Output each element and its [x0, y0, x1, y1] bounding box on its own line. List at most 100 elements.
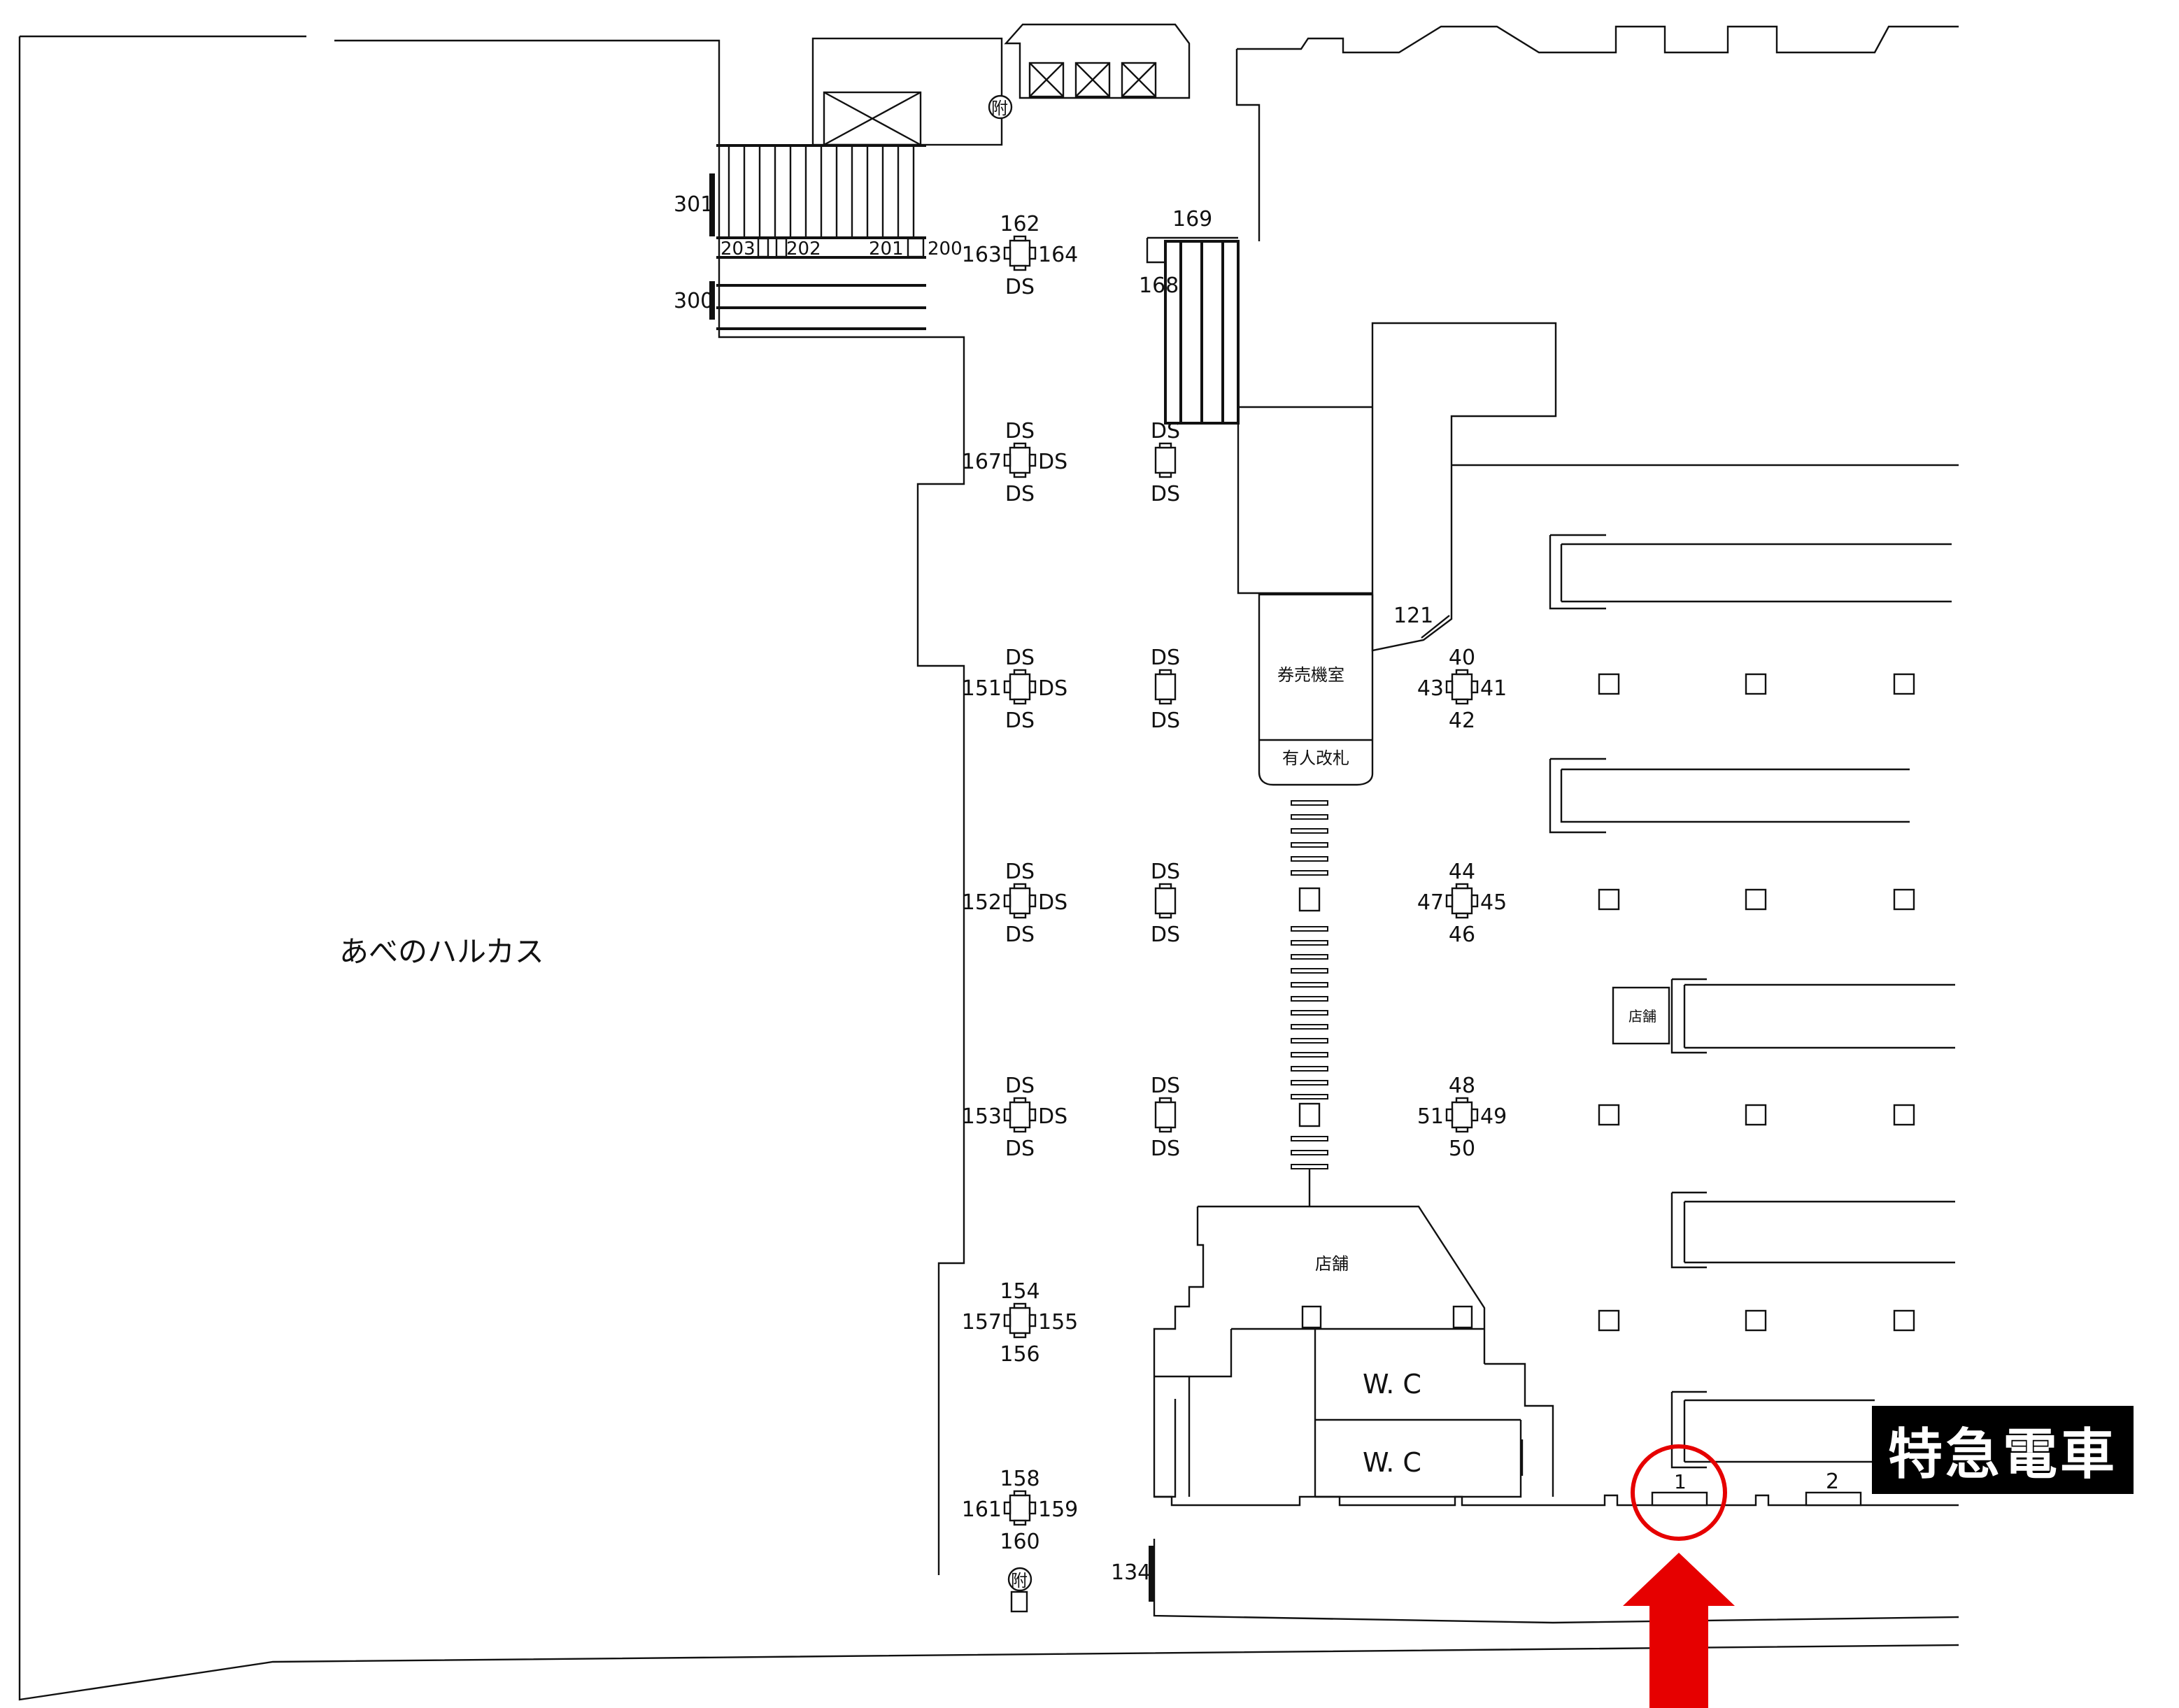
sign-panel	[1013, 1126, 1027, 1133]
pillar	[1451, 1101, 1473, 1129]
pillar-label-bottom: DS	[1005, 275, 1035, 299]
sign-panel	[1028, 1108, 1037, 1122]
column	[1598, 888, 1620, 911]
sign-panel	[1013, 471, 1027, 478]
escalator	[1146, 236, 1374, 595]
gate-dash	[1291, 1024, 1328, 1030]
pillar-label-bottom: 50	[1449, 1137, 1475, 1161]
pillar-label-top: 48	[1449, 1074, 1475, 1098]
pillar-label-left: 163	[962, 243, 1002, 267]
column	[1598, 1104, 1620, 1126]
signage-label: 202	[786, 239, 821, 259]
column-grid	[1598, 673, 1915, 1332]
shop-label: 店舗	[1315, 1254, 1349, 1274]
pillar	[1451, 887, 1473, 915]
sign-panel	[1470, 1108, 1479, 1122]
gate-dash	[1291, 1150, 1328, 1155]
sign-panel	[1003, 894, 1012, 908]
sign-panel	[1003, 1314, 1012, 1328]
gate-dash	[1291, 856, 1328, 862]
south-wall	[1153, 1494, 1959, 1624]
pillar	[1451, 673, 1473, 701]
gate-dash	[1291, 800, 1328, 806]
attached-sign-text: 附	[991, 99, 1008, 118]
sign-panel	[1013, 912, 1027, 919]
sign-panel	[1158, 912, 1172, 919]
pillar-label-top: DS	[1151, 646, 1180, 670]
station-block	[1371, 322, 1959, 652]
gate-dash	[1291, 1164, 1328, 1169]
pillar-label-right: DS	[1038, 450, 1067, 474]
pillar-label-left: 47	[1417, 890, 1444, 915]
pillar-label-top: 44	[1449, 860, 1475, 884]
pillar-label-bottom: DS	[1005, 482, 1035, 506]
gate-dash	[1291, 996, 1328, 1002]
sign-panel	[1013, 1097, 1027, 1104]
pillar-label-left: 167	[962, 450, 1002, 474]
gate-line	[1291, 800, 1328, 1207]
gate-dash	[1291, 1136, 1328, 1141]
gate-dash	[1291, 940, 1328, 946]
pillar-label-right: 155	[1038, 1310, 1078, 1335]
pillar	[1009, 239, 1031, 267]
pillar	[1009, 887, 1031, 915]
pillar-label-left: 152	[962, 890, 1002, 915]
sign-panel	[1028, 453, 1037, 467]
pillar-label-bottom: DS	[1005, 923, 1035, 947]
pillar-label-top: DS	[1151, 419, 1180, 443]
sign-panel	[1013, 1302, 1027, 1309]
sign-panel	[1028, 894, 1037, 908]
signage-label: 168	[1139, 273, 1179, 298]
pillar-label-top: DS	[1005, 860, 1035, 884]
sign-panel	[1445, 680, 1454, 694]
pillar-label-bottom: DS	[1151, 1137, 1180, 1161]
pillar-label-left: 161	[962, 1497, 1002, 1522]
gate-dash	[1291, 1010, 1328, 1016]
pillar-label-right: 45	[1480, 890, 1507, 915]
pillar-label-bottom: DS	[1151, 709, 1180, 733]
sign-panel	[1455, 1126, 1469, 1133]
sign-panel	[1470, 894, 1479, 908]
sign-panel	[1013, 698, 1027, 705]
sign-panel	[1158, 883, 1172, 890]
gate-dash	[1291, 1094, 1328, 1099]
pillar-group: DS DS	[1151, 1074, 1180, 1161]
sign-panel	[1013, 883, 1027, 890]
sign-panel	[1445, 1108, 1454, 1122]
staffed-gate-label: 有人改札	[1282, 748, 1349, 768]
north-stairs	[709, 37, 1003, 330]
signage-label: 203	[721, 239, 755, 259]
sign-panel	[1003, 680, 1012, 694]
gate-dash	[1291, 1038, 1328, 1044]
gate-dash	[1291, 1066, 1328, 1072]
column	[1893, 888, 1915, 911]
sign-panel	[1455, 669, 1469, 676]
pillar	[1009, 446, 1031, 474]
pillar-label-right: DS	[1038, 676, 1067, 701]
column	[1745, 1309, 1767, 1332]
shop-wc-block	[1153, 1205, 1554, 1498]
limited-express-banner: 特急電車	[1872, 1406, 2134, 1494]
direction-arrow-icon	[1623, 1553, 1735, 1708]
banner-label: 特急電車	[1887, 1423, 2117, 1486]
car-position-label: 1	[1674, 1470, 1687, 1493]
sign-panel	[1028, 1501, 1037, 1515]
pillar-label-bottom: DS	[1151, 923, 1180, 947]
pillar	[1154, 1101, 1177, 1129]
attached-sign-icon: 附	[988, 94, 1013, 120]
pillar-label-top: DS	[1151, 1074, 1180, 1098]
signage-label: 301	[674, 192, 714, 217]
pillar-label-bottom: 160	[1000, 1530, 1039, 1554]
pillar-label-left: 51	[1417, 1104, 1444, 1129]
pillar-label-right: DS	[1038, 890, 1067, 915]
pillar-label-left: 151	[962, 676, 1002, 701]
sign-panel	[1455, 1097, 1469, 1104]
pillar	[1009, 673, 1031, 701]
